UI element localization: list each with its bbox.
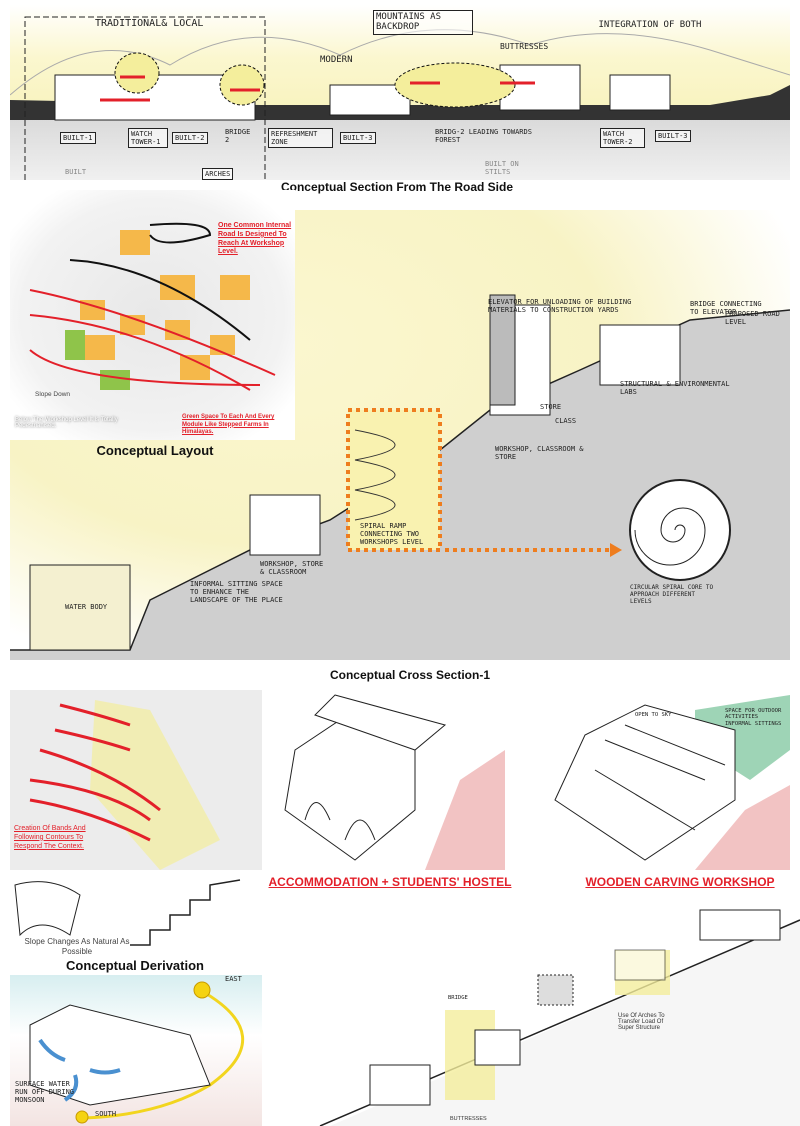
label-built-3a: BUILT-3 — [340, 132, 376, 145]
label-bridge-elevator: BRIDGE CONNECTING TO ELEVATOR — [690, 300, 762, 317]
contour-sketch — [29, 700, 220, 870]
label-watch-tower-1: WATCH TOWER-1 — [128, 128, 168, 149]
contour-bands-map: Creation Of Bands And Following Contours… — [10, 690, 262, 870]
note-pedestrianised: Below The Workshop Level It Is Totally P… — [15, 417, 118, 429]
workshop-drawing — [554, 695, 790, 870]
label-workshop-classroom: WORKSHOP, CLASSROOM & STORE — [495, 445, 584, 462]
hostel-drawing — [284, 694, 505, 870]
road-side-section: TRADITIONAL& LOCAL MOUNTAINS AS BACKDROP… — [10, 5, 790, 180]
label-modern: MODERN — [320, 55, 353, 65]
slope-drawing — [14, 879, 241, 946]
label-surface-water: SURFACE WATER RUN OFF DURING MONSOON — [15, 1080, 75, 1105]
label-refreshment-zone: REFRESHMENT ZONE — [268, 128, 333, 149]
road-section-title: Conceptual Section From The Road Side — [280, 180, 514, 194]
label-mountains: MOUNTAINS AS BACKDROP — [373, 10, 473, 35]
label-traditional: TRADITIONAL& LOCAL — [95, 18, 204, 29]
slope-sketch: Slope Changes As Natural As Possible — [10, 875, 262, 955]
label-built: BUILT — [65, 168, 87, 176]
label-spiral-ramp: SPIRAL RAMP CONNECTING TWO WORKSHOPS LEV… — [360, 522, 424, 547]
label-built-2: BUILT-2 — [172, 132, 208, 145]
label-class: CLASS — [555, 417, 577, 425]
label-informal-sitting: INFORMAL SITTING SPACE TO ENHANCE THE LA… — [190, 580, 283, 605]
sun-path-drawing — [29, 981, 245, 1124]
label-labs: STRUCTURAL & ENVIRONMENTAL LABS — [620, 380, 730, 397]
note-buttresses: BUTTRESSES — [450, 1116, 487, 1122]
hostel-sketch — [275, 690, 515, 870]
long-section-drawing — [319, 909, 800, 1126]
label-south: SOUTH — [95, 1110, 117, 1118]
label-workshop-store: WORKSHOP, STORE & CLASSROOM — [260, 560, 324, 577]
layout-sketch — [29, 222, 276, 391]
conceptual-layout-plan: One Common Internal Road Is Designed To … — [10, 190, 295, 440]
cross-section-sketch — [10, 294, 790, 660]
label-bridge-forest: BRIDG-2 LEADING TOWARDS FOREST — [435, 128, 532, 145]
label-buttresses: BUTTRESSES — [500, 42, 549, 51]
label-arches: ARCHES — [202, 168, 234, 180]
note-green-space: Green Space To Each And Every Module Lik… — [182, 414, 275, 435]
label-outdoor-space: SPACE FOR OUTDOOR ACTIVITIES INFORMAL SI… — [725, 708, 782, 727]
label-road-level: PROPOSED ROAD LEVEL — [725, 310, 780, 327]
label-water-body: WATER BODY — [65, 603, 108, 611]
label-bridge-2: BRIDGE 2 — [225, 128, 251, 145]
note-bands: Creation Of Bands And Following Contours… — [14, 825, 86, 850]
sun-water-diagram: EAST SOUTH SURFACE WATER RUN OFF DURING … — [10, 975, 262, 1126]
label-watch-tower-2: WATCH TOWER-2 — [600, 128, 645, 149]
note-slope-changes: Slope Changes As Natural As Possible — [24, 937, 130, 955]
label-elevator: ELEVATOR FOR UNLOADING OF BUILDING MATER… — [488, 298, 632, 315]
long-section: Use Of Arches To Transfer Load Of Super … — [300, 890, 800, 1126]
label-stilts: BUILT ON STILTS — [485, 160, 519, 177]
label-circular-core: CIRCULAR SPIRAL CORE TO APPROACH DIFFERE… — [630, 584, 714, 605]
workshop-caption: WOODEN CARVING WORKSHOP — [585, 875, 775, 889]
label-bridge: BRIDGE — [448, 995, 468, 1001]
layout-title: Conceptual Layout — [96, 443, 214, 458]
hostel-caption: ACCOMMODATION + STUDENTS' HOSTEL — [268, 875, 512, 889]
derivation-title: Conceptual Derivation — [66, 958, 204, 973]
note-internal-road: One Common Internal Road Is Designed To … — [218, 222, 292, 256]
road-section-sketch — [10, 16, 790, 180]
note-arches: Use Of Arches To Transfer Load Of Super … — [618, 1013, 665, 1031]
label-built-3b: BUILT-3 — [655, 130, 691, 143]
label-store: STORE — [540, 403, 562, 411]
label-integration: INTEGRATION OF BOTH — [598, 20, 702, 30]
cross-section-title: Conceptual Cross Section-1 — [329, 668, 491, 682]
note-slope-down: Slope Down — [35, 391, 71, 398]
label-built-1: BUILT-1 — [60, 132, 96, 145]
label-east: EAST — [225, 975, 242, 983]
workshop-sketch: SPACE FOR OUTDOOR ACTIVITIES INFORMAL SI… — [545, 690, 790, 870]
label-open-to-sky: OPEN TO SKY — [635, 712, 672, 718]
